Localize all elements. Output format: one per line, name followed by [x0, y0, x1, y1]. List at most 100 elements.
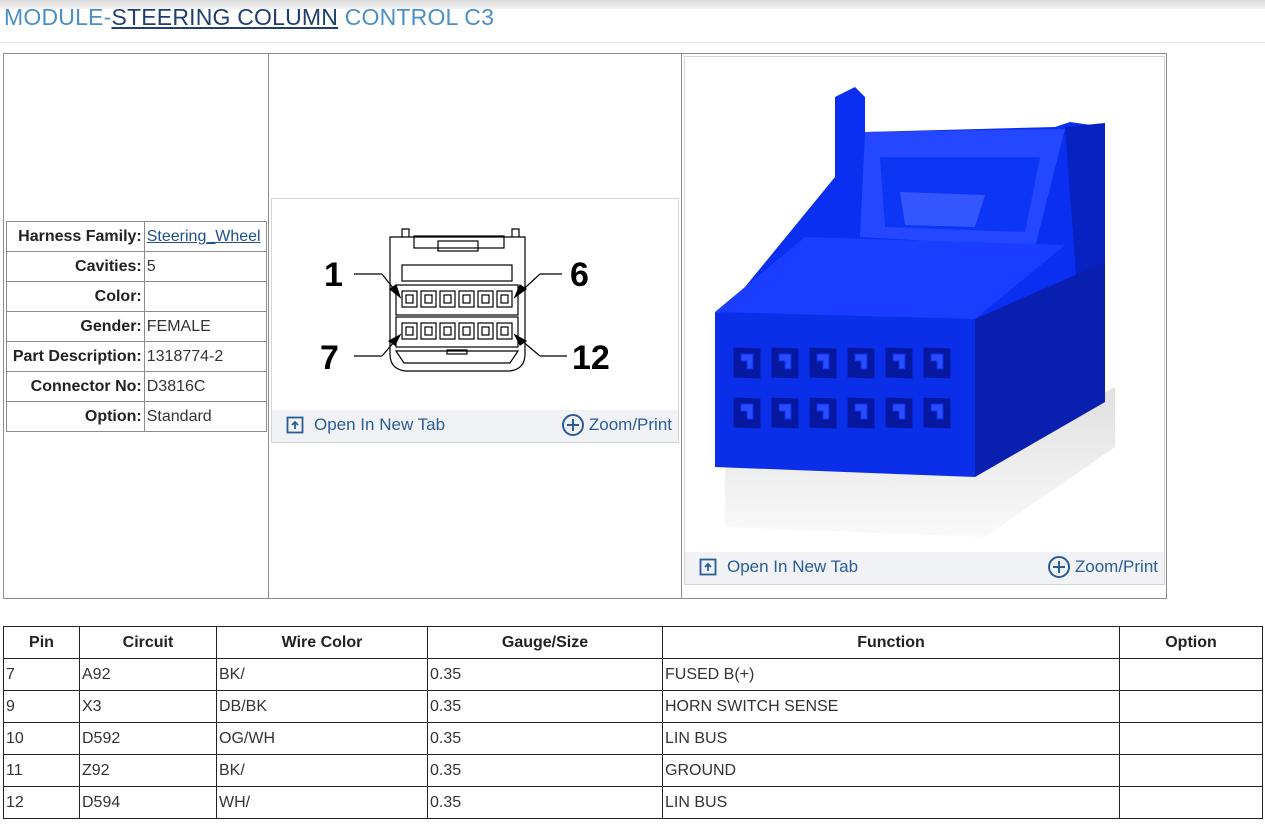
connector-cavity-terminal: [930, 353, 944, 370]
harness-family-link[interactable]: Steering_Wheel: [146, 227, 261, 245]
cell-option: [1119, 722, 1263, 755]
connector-cavity-terminal: [740, 353, 754, 370]
column-header-wire-color: Wire Color: [216, 626, 428, 659]
cell-wire-color: BK/: [216, 754, 428, 787]
zoom-print-button[interactable]: Zoom/Print: [561, 413, 672, 437]
connector-info-table: Harness Family: Steering_Wheel Cavities:…: [6, 221, 268, 432]
cell-circuit: A92: [79, 658, 217, 691]
cavity-inner: [481, 326, 490, 336]
connector-cavity-terminal: [930, 403, 944, 420]
table-row: 7 A92 BK/ 0.35 FUSED B(+): [3, 658, 1263, 691]
cavity: [420, 322, 437, 340]
info-label: Part Description:: [6, 341, 145, 372]
zoom-plus-icon: [561, 414, 584, 436]
cavity: [420, 290, 437, 308]
info-label: Color:: [6, 281, 145, 312]
cavity-inner: [500, 326, 509, 336]
connector-cavity-terminal: [854, 403, 868, 420]
cavity: [496, 290, 513, 308]
cavity: [401, 290, 418, 308]
open-new-tab-label: Open In New Tab: [727, 557, 859, 576]
cell-wire-color: DB/BK: [216, 690, 428, 723]
pinout-diagram-panel: 1 6 7 12 Open In New Tab Zoom/Print: [271, 198, 679, 443]
cell-gauge: 0.35: [427, 722, 663, 755]
open-new-tab-button[interactable]: Open In New Tab: [286, 415, 445, 435]
info-row-option: Option: Standard: [6, 401, 268, 432]
table-row: 11 Z92 BK/ 0.35 GROUND: [3, 754, 1263, 787]
open-new-tab-button[interactable]: Open In New Tab: [699, 557, 858, 577]
cavity: [477, 290, 494, 308]
cell-option: [1119, 690, 1263, 723]
info-value: [143, 281, 268, 312]
title-divider: [0, 42, 1265, 43]
cell-gauge: 0.35: [427, 754, 663, 787]
cavity: [458, 290, 475, 308]
info-label: Gender:: [6, 311, 145, 342]
cell-pin: 7: [3, 658, 80, 691]
cell-function: GROUND: [662, 754, 1120, 787]
info-value: 5: [143, 251, 268, 282]
info-row-gender: Gender: FEMALE: [6, 311, 268, 342]
zoom-plus-icon: [1047, 556, 1070, 578]
cell-function: HORN SWITCH SENSE: [662, 690, 1120, 723]
connector-3d-image: [715, 87, 1115, 537]
cavity-inner: [462, 326, 471, 336]
cavity: [401, 322, 418, 340]
info-value: D3816C: [143, 371, 268, 402]
cell-option: [1119, 658, 1263, 691]
open-new-tab-icon: [286, 416, 304, 434]
top-shadow-bar: [0, 0, 1265, 9]
cavity: [458, 322, 475, 340]
pin-circuit-table: Pin Circuit Wire Color Gauge/Size Functi…: [3, 626, 1263, 819]
info-row-connector-no: Connector No: D3816C: [6, 371, 268, 402]
connector-cavity-terminal: [892, 403, 906, 420]
cell-function: LIN BUS: [662, 722, 1120, 755]
info-value: 1318774-2: [143, 341, 268, 372]
cell-function: FUSED B(+): [662, 658, 1120, 691]
pin-label-6: 6: [570, 256, 589, 294]
cell-pin: 10: [3, 722, 80, 755]
title-suffix: CONTROL C3: [338, 4, 495, 30]
zoom-print-button[interactable]: Zoom/Print: [1047, 555, 1158, 579]
open-new-tab-icon: [699, 558, 717, 576]
cell-circuit: D594: [79, 786, 217, 819]
cavity-inner: [443, 326, 452, 336]
cell-wire-color: OG/WH: [216, 722, 428, 755]
zoom-print-label: Zoom/Print: [588, 415, 672, 434]
cavity: [477, 322, 494, 340]
title-prefix: MODULE-: [4, 4, 112, 30]
cell-pin: 11: [3, 754, 80, 787]
open-new-tab-label: Open In New Tab: [314, 415, 446, 434]
cavity-inner: [424, 294, 433, 304]
column-divider: [681, 54, 682, 598]
table-row: 12 D594 WH/ 0.35 LIN BUS: [3, 786, 1263, 819]
pinout-toolbar: Open In New Tab Zoom/Print: [272, 410, 678, 442]
cavity-inner: [481, 294, 490, 304]
connector-cavity-terminal: [854, 353, 868, 370]
info-row-color: Color:: [6, 281, 268, 312]
connector-cavity-terminal: [816, 403, 830, 420]
column-header-circuit: Circuit: [79, 626, 217, 659]
cell-circuit: X3: [79, 690, 217, 723]
cavity-inner: [405, 326, 414, 336]
connector-image-panel: Open In New Tab Zoom/Print: [684, 56, 1165, 585]
cavity: [439, 322, 456, 340]
cell-wire-color: WH/: [216, 786, 428, 819]
steering-column-link[interactable]: STEERING COLUMN: [111, 4, 339, 30]
cavity-inner: [462, 294, 471, 304]
info-row-harness-family: Harness Family: Steering_Wheel: [6, 221, 268, 252]
info-value: Standard: [143, 401, 268, 432]
cell-option: [1119, 786, 1263, 819]
cell-gauge: 0.35: [427, 690, 663, 723]
table-row: 9 X3 DB/BK 0.35 HORN SWITCH SENSE: [3, 690, 1263, 723]
cell-circuit: Z92: [79, 754, 217, 787]
column-header-function: Function: [662, 626, 1120, 659]
zoom-print-label: Zoom/Print: [1074, 557, 1158, 576]
column-header-gauge-size: Gauge/Size: [427, 626, 663, 659]
cell-gauge: 0.35: [427, 786, 663, 819]
connector-details-panel: Harness Family: Steering_Wheel Cavities:…: [3, 53, 1167, 599]
column-divider: [268, 54, 269, 598]
info-label: Option:: [6, 401, 145, 432]
column-header-pin: Pin: [3, 626, 80, 659]
cavity-grid: [401, 290, 513, 340]
